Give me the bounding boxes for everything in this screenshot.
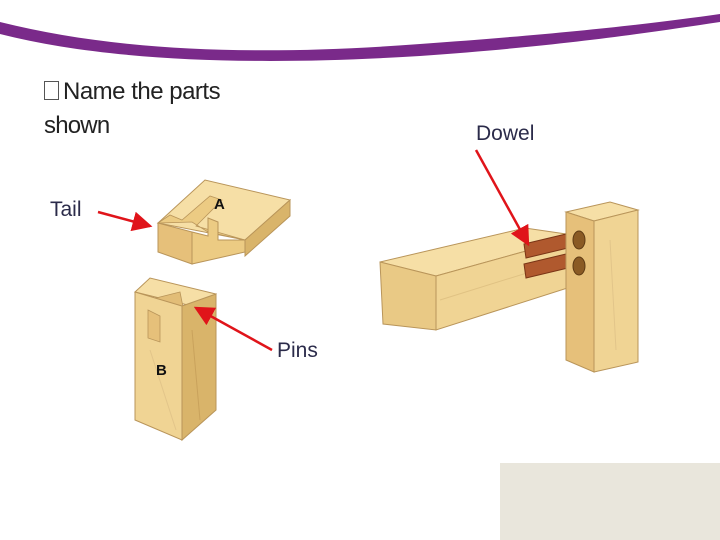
label-dowel: Dowel [476, 122, 535, 145]
pins-arrow [193, 306, 273, 352]
dowel-arrow [474, 149, 530, 247]
bullet-box-icon [44, 81, 59, 100]
corner-panel [500, 463, 720, 540]
label-part-a: A [214, 196, 225, 213]
dowel-post [564, 201, 640, 373]
pins-piece [133, 277, 218, 442]
tail-piece [156, 179, 292, 265]
slide-title-line2: shown [44, 112, 110, 139]
slide-title-line1: Name the parts [63, 78, 221, 105]
label-part-b: B [156, 362, 167, 379]
label-tail: Tail [50, 198, 82, 221]
label-pins: Pins [277, 339, 318, 362]
header-swoosh [0, 14, 720, 61]
slide-title: Name the parts [44, 78, 221, 106]
tail-arrow [97, 210, 153, 232]
